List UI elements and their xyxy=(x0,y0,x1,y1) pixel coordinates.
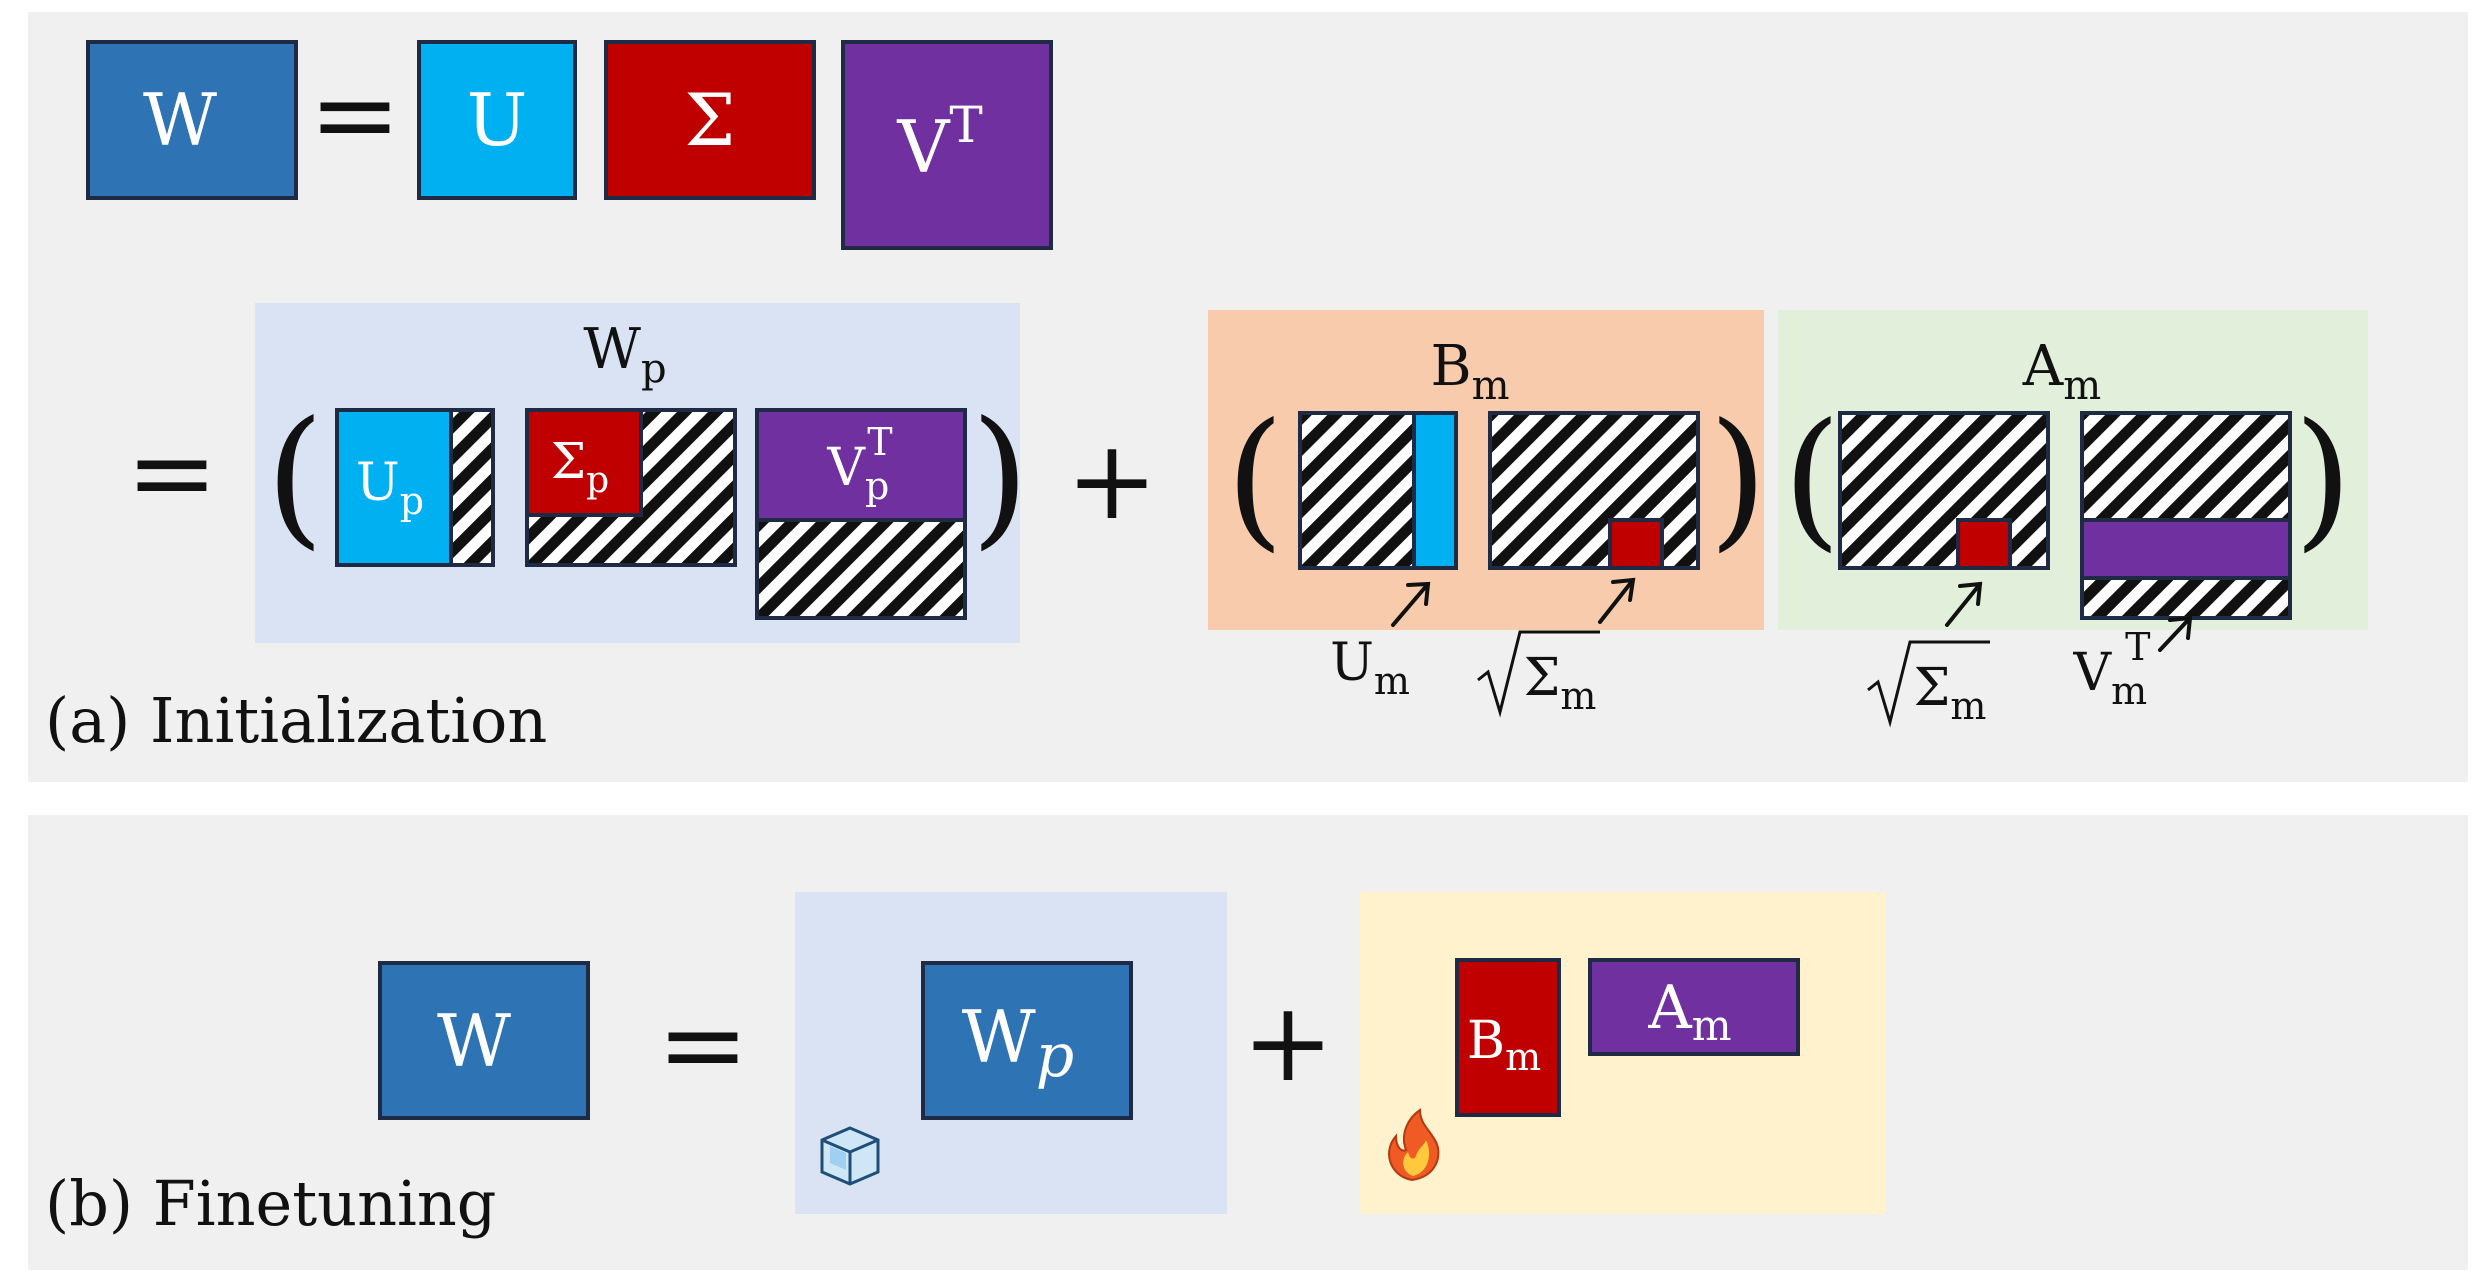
vmt-arrow-head xyxy=(2168,615,2193,640)
w-label-b: W xyxy=(437,999,511,1083)
um-arrow xyxy=(1391,582,1430,627)
up-hatched-tail xyxy=(449,408,495,567)
bm-matrix-b xyxy=(1455,958,1561,1117)
am-label-b: Am xyxy=(1647,973,1731,1050)
bm-right-hatched-matrix xyxy=(1488,411,1700,570)
sqrt-sigma-bm-radical xyxy=(1477,630,1600,718)
am-label: Am xyxy=(2022,334,2101,409)
um-callout-label: Um xyxy=(1330,633,1410,703)
caption-finetuning: (b) Finetuning xyxy=(45,1167,496,1240)
equals-sign-top: = xyxy=(309,50,401,178)
um-arrow-head xyxy=(1406,581,1431,606)
equals-sign-row2: = xyxy=(126,408,218,536)
wp-open-paren: ( xyxy=(266,390,325,564)
sqrt-sigma-bm-callout: Σm xyxy=(1477,630,1600,718)
am-left-hatched-matrix xyxy=(1838,411,2050,570)
u-label: U xyxy=(467,78,528,162)
sqrt-sigma-am-radical xyxy=(1867,640,1990,728)
um-column xyxy=(1412,411,1458,570)
plus-sign-b: + xyxy=(1242,978,1334,1106)
u-matrix xyxy=(417,40,577,200)
vt-matrix xyxy=(841,40,1053,250)
wp-close-paren: ) xyxy=(971,390,1030,564)
bm-label-b: Bm xyxy=(1467,1011,1541,1079)
vmt-row-band xyxy=(2080,518,2292,580)
sqrt-sigma-am-label: Σm xyxy=(1914,658,1987,728)
sqrt-sigma-bm-cell xyxy=(1608,518,1664,570)
sqrt-sigma-am-arrow xyxy=(1945,582,1982,627)
vt-label: VT xyxy=(896,96,982,189)
wp-label: Wp xyxy=(583,317,666,392)
equals-sign-b: = xyxy=(657,980,749,1108)
vmt-arrow xyxy=(2158,616,2192,652)
sigma-matrix xyxy=(604,40,816,200)
sqrt-sigma-am-arrow-head xyxy=(1958,581,1983,606)
bm-open-paren: ( xyxy=(1226,392,1285,566)
wp-label-b: Wp xyxy=(962,995,1074,1091)
sqrt-sigma-bm-label: Σm xyxy=(1524,648,1597,718)
fire-icon xyxy=(1388,1108,1440,1182)
vmt-callout-label: VmT xyxy=(2073,625,2151,713)
bm-label: Bm xyxy=(1430,334,1509,409)
am-right-hatched-matrix xyxy=(2080,411,2292,620)
sigp-label: Σp xyxy=(551,432,609,501)
sqrt-sigma-bm-arrow-head xyxy=(1611,577,1636,602)
ice-cube-icon xyxy=(820,1126,880,1186)
vpt-matrix xyxy=(755,408,967,522)
w-label: W xyxy=(143,78,217,162)
plus-sign-row2: + xyxy=(1066,416,1158,544)
sqrt-sigma-am-cell xyxy=(1956,518,2012,570)
sigp-matrix xyxy=(525,408,643,517)
callout-arrows xyxy=(1391,577,2193,652)
w-matrix xyxy=(86,40,298,200)
w-matrix-b xyxy=(378,961,590,1120)
am-close-paren: ) xyxy=(2294,392,2353,566)
sigma-label: Σ xyxy=(685,78,736,162)
am-open-paren: ( xyxy=(1783,392,1842,566)
vpt-label: VpT xyxy=(826,420,892,508)
up-matrix xyxy=(335,408,453,567)
wp-matrix-b xyxy=(921,961,1133,1120)
bm-close-paren: ) xyxy=(1709,392,1768,566)
caption-initialization: (a) Initialization xyxy=(45,684,547,757)
up-label: Up xyxy=(356,453,424,523)
am-matrix-b xyxy=(1588,958,1800,1056)
sqrt-sigma-am-callout: Σm xyxy=(1867,640,1990,728)
sqrt-sigma-bm-arrow xyxy=(1598,578,1635,624)
